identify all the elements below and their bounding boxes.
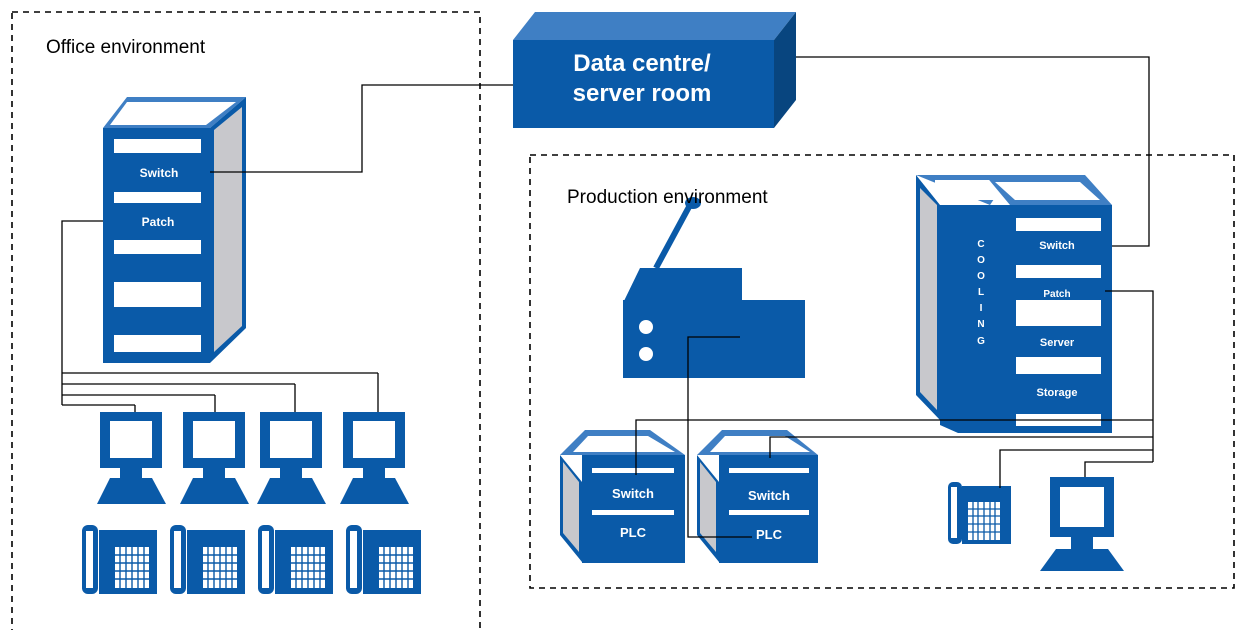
prod-rack-server-label: Server xyxy=(1040,337,1075,349)
office-monitor-3 xyxy=(257,412,326,504)
office-phone-3 xyxy=(258,525,333,594)
office-phone-1 xyxy=(82,525,157,594)
office-phone-4 xyxy=(346,525,421,594)
plc-box-1-switch-label: Switch xyxy=(612,486,654,501)
office-phone-2 xyxy=(170,525,245,594)
cooling-letter-4: L xyxy=(978,287,984,298)
microphone-console xyxy=(623,197,805,378)
office-zone-label: Office environment xyxy=(46,37,206,58)
cooling-letter-3: O xyxy=(977,271,985,282)
office-monitor-2 xyxy=(180,412,249,504)
cooling-letter-1: C xyxy=(977,239,984,250)
office-rack-patch-label: Patch xyxy=(142,215,175,229)
cooling-letter-6: N xyxy=(977,319,984,330)
plc-box-2-plc-label: PLC xyxy=(756,527,783,542)
production-monitor xyxy=(1040,477,1124,571)
connection-lines xyxy=(61,56,1154,538)
plc-box-1-plc-label: PLC xyxy=(620,525,647,540)
prod-rack-patch-label: Patch xyxy=(1043,289,1070,300)
datacentre-label-line1: Data centre/ xyxy=(573,50,711,77)
office-rack-switch-label: Switch xyxy=(140,166,179,180)
cooling-letter-5: I xyxy=(980,303,983,314)
production-rack: C O O L I N G Switch Patch Server Storag… xyxy=(916,175,1112,433)
plc-box-2: Switch PLC xyxy=(697,430,818,563)
office-rack: Switch Patch xyxy=(103,97,246,363)
plc-box-2-switch-label: Switch xyxy=(748,488,790,503)
office-zone-border xyxy=(11,11,481,630)
prod-rack-switch-label: Switch xyxy=(1039,240,1075,252)
plc-box-1: Switch PLC xyxy=(560,430,685,563)
production-zone-label: Production environment xyxy=(567,187,768,208)
office-monitor-4 xyxy=(340,412,409,504)
production-phone xyxy=(948,482,1011,544)
datacentre-box: Data centre/ server room xyxy=(513,12,796,128)
office-monitor-1 xyxy=(97,412,166,504)
cooling-letter-7: G xyxy=(977,336,985,347)
production-zone-border xyxy=(529,154,1235,589)
datacentre-label-line2: server room xyxy=(573,80,712,107)
cooling-letter-2: O xyxy=(977,255,985,266)
prod-rack-storage-label: Storage xyxy=(1037,387,1078,399)
